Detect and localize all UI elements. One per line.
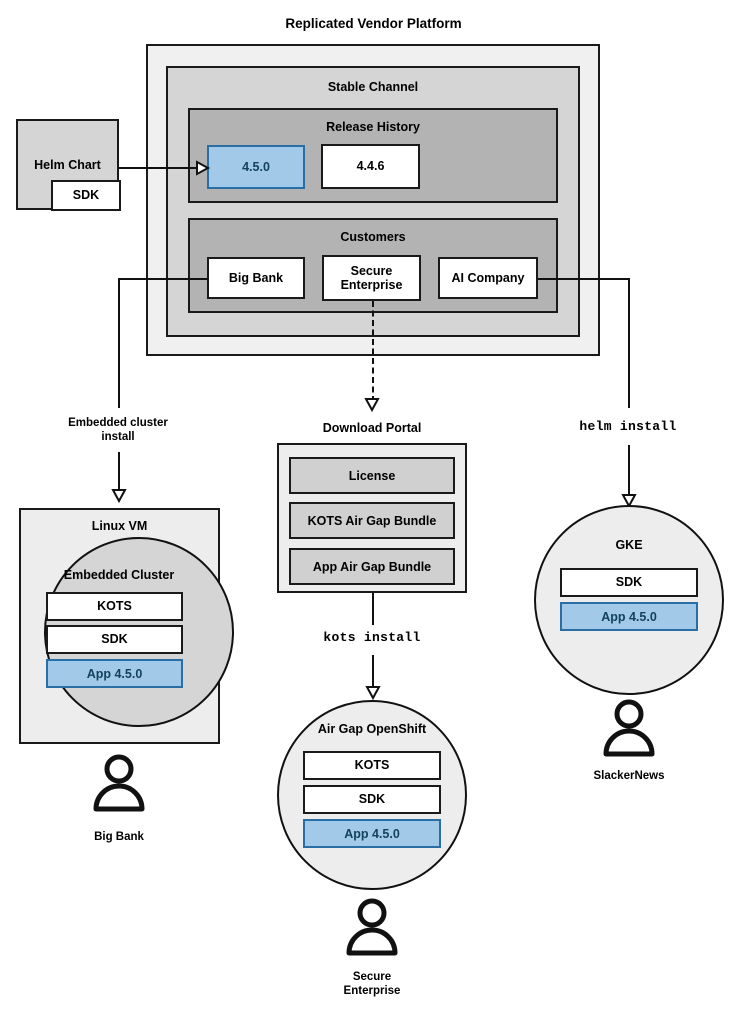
connector-portal-vertical-lower: [372, 655, 374, 691]
connector-aicompany-vertical-lower: [628, 445, 630, 499]
user-label-big-bank: Big Bank: [94, 831, 144, 843]
linux-vm-component-sdk[interactable]: SDK: [46, 625, 183, 654]
helm-chart-label: Helm Chart: [34, 158, 101, 172]
user-icon-slackernews: [603, 699, 655, 757]
page-title: Replicated Vendor Platform: [285, 16, 462, 31]
gke-circle: [534, 505, 724, 695]
release-version-4-5-0[interactable]: 4.5.0: [207, 145, 305, 189]
label-kots-install: kots install: [323, 630, 421, 645]
airgap-component-app[interactable]: App 4.5.0: [303, 819, 441, 848]
gke-component-app[interactable]: App 4.5.0: [560, 602, 698, 631]
user-label-slackernews: SlackerNews: [593, 770, 665, 782]
helm-chart-sdk-box[interactable]: SDK: [51, 180, 121, 211]
user-icon-big-bank: [93, 754, 145, 812]
stable-channel-title: Stable Channel: [327, 80, 419, 94]
customer-ai-company[interactable]: AI Company: [438, 257, 538, 299]
customers-title: Customers: [340, 230, 406, 244]
user-icon-secure-enterprise: [346, 898, 398, 956]
connector-bigbank-horizontal: [118, 278, 208, 280]
connector-secure-enterprise-dashed: [372, 301, 374, 402]
release-version-4-4-6[interactable]: 4.4.6: [321, 144, 420, 189]
customer-big-bank[interactable]: Big Bank: [207, 257, 305, 299]
connector-bigbank-vertical-upper: [118, 278, 120, 408]
airgap-openshift-title: Air Gap OpenShift: [317, 722, 427, 736]
arrowhead-helm-to-release: [196, 160, 211, 176]
linux-vm-title: Linux VM: [91, 519, 148, 533]
download-portal-artifact-license[interactable]: License: [289, 457, 455, 494]
linux-vm-component-kots[interactable]: KOTS: [46, 592, 183, 621]
arrowhead-to-download-portal: [364, 398, 380, 413]
airgap-component-sdk[interactable]: SDK: [303, 785, 441, 814]
airgap-component-kots[interactable]: KOTS: [303, 751, 441, 780]
connector-portal-vertical-upper: [372, 593, 374, 625]
embedded-cluster-title: Embedded Cluster: [63, 568, 175, 582]
gke-component-sdk[interactable]: SDK: [560, 568, 698, 597]
download-portal-artifact-kots-air-gap-bundle[interactable]: KOTS Air Gap Bundle: [289, 502, 455, 539]
arrowhead-to-airgap-openshift: [365, 686, 381, 701]
user-label-secure-enterprise: Secure Enterprise: [343, 971, 401, 998]
label-embedded-cluster-install: Embedded cluster install: [68, 417, 168, 444]
linux-vm-component-app[interactable]: App 4.5.0: [46, 659, 183, 688]
arrowhead-to-gke: [621, 494, 637, 509]
download-portal-title: Download Portal: [322, 421, 422, 435]
connector-helm-to-release: [119, 167, 200, 169]
release-history-title: Release History: [326, 120, 420, 134]
gke-title: GKE: [615, 538, 643, 552]
connector-aicompany-vertical-upper: [628, 278, 630, 408]
connector-bigbank-vertical-lower: [118, 452, 120, 496]
arrowhead-to-linux-vm: [111, 489, 127, 504]
customer-secure-enterprise[interactable]: Secure Enterprise: [322, 255, 421, 301]
download-portal-artifact-app-air-gap-bundle[interactable]: App Air Gap Bundle: [289, 548, 455, 585]
label-helm-install: helm install: [579, 419, 677, 434]
connector-aicompany-horizontal: [538, 278, 630, 280]
